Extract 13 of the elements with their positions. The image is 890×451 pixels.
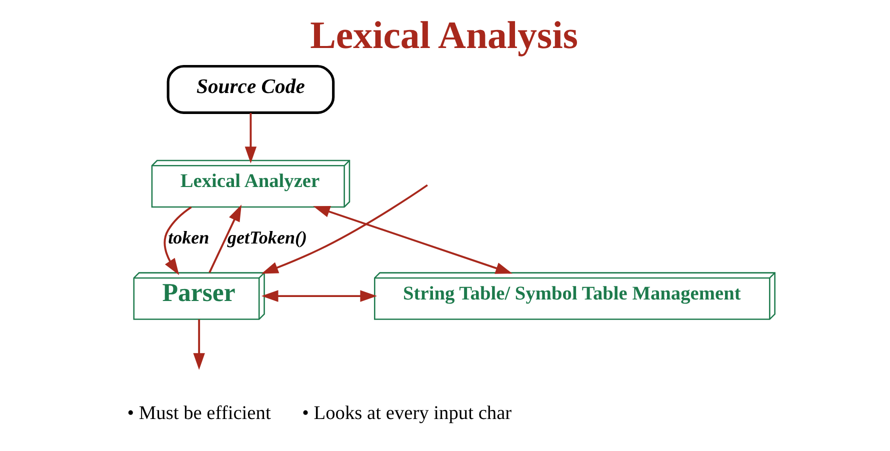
arrow (313, 206, 512, 274)
edge-label: getToken() (227, 227, 308, 248)
diagram-title: Lexical Analysis (310, 14, 578, 58)
arrow (261, 290, 378, 302)
arrow (244, 112, 257, 164)
label: • Looks at every input char (302, 402, 512, 424)
label: • Must be efficient (127, 402, 271, 424)
node-box: Source Code (166, 64, 335, 114)
arrow (193, 319, 205, 370)
arrow (208, 204, 242, 273)
arrow (261, 184, 428, 274)
edge-label: token (168, 227, 210, 248)
arrow (164, 206, 192, 276)
